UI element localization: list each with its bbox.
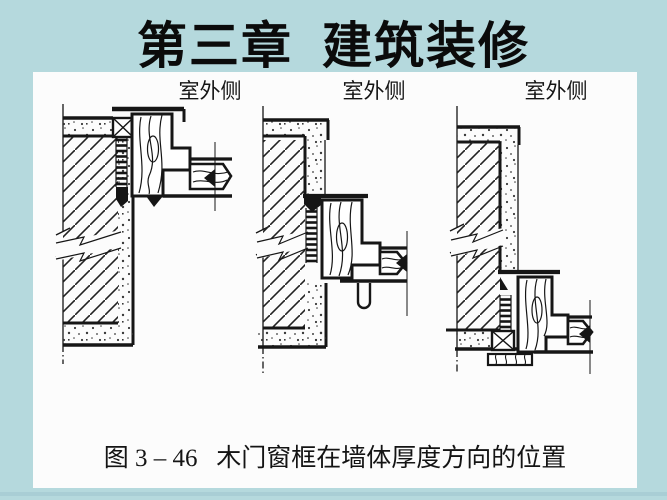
outdoor-side-label-1: 室外侧 [178,79,242,103]
outdoor-side-label-3: 室外侧 [524,79,588,103]
section-drawing-frame-interior [446,106,594,374]
section-drawing-frame-middle [255,106,408,375]
page-title: 第三章 建筑装修 [137,18,530,74]
figure-panel: 室外侧 室外侧 室外侧 [33,72,637,488]
outdoor-side-label-2: 室外侧 [342,79,406,103]
figure-caption: 图 3 – 46 木门窗框在墙体厚度方向的位置 [103,445,567,472]
slide-bottom-edge [0,492,667,496]
section-drawing-frame-exterior [55,104,233,364]
